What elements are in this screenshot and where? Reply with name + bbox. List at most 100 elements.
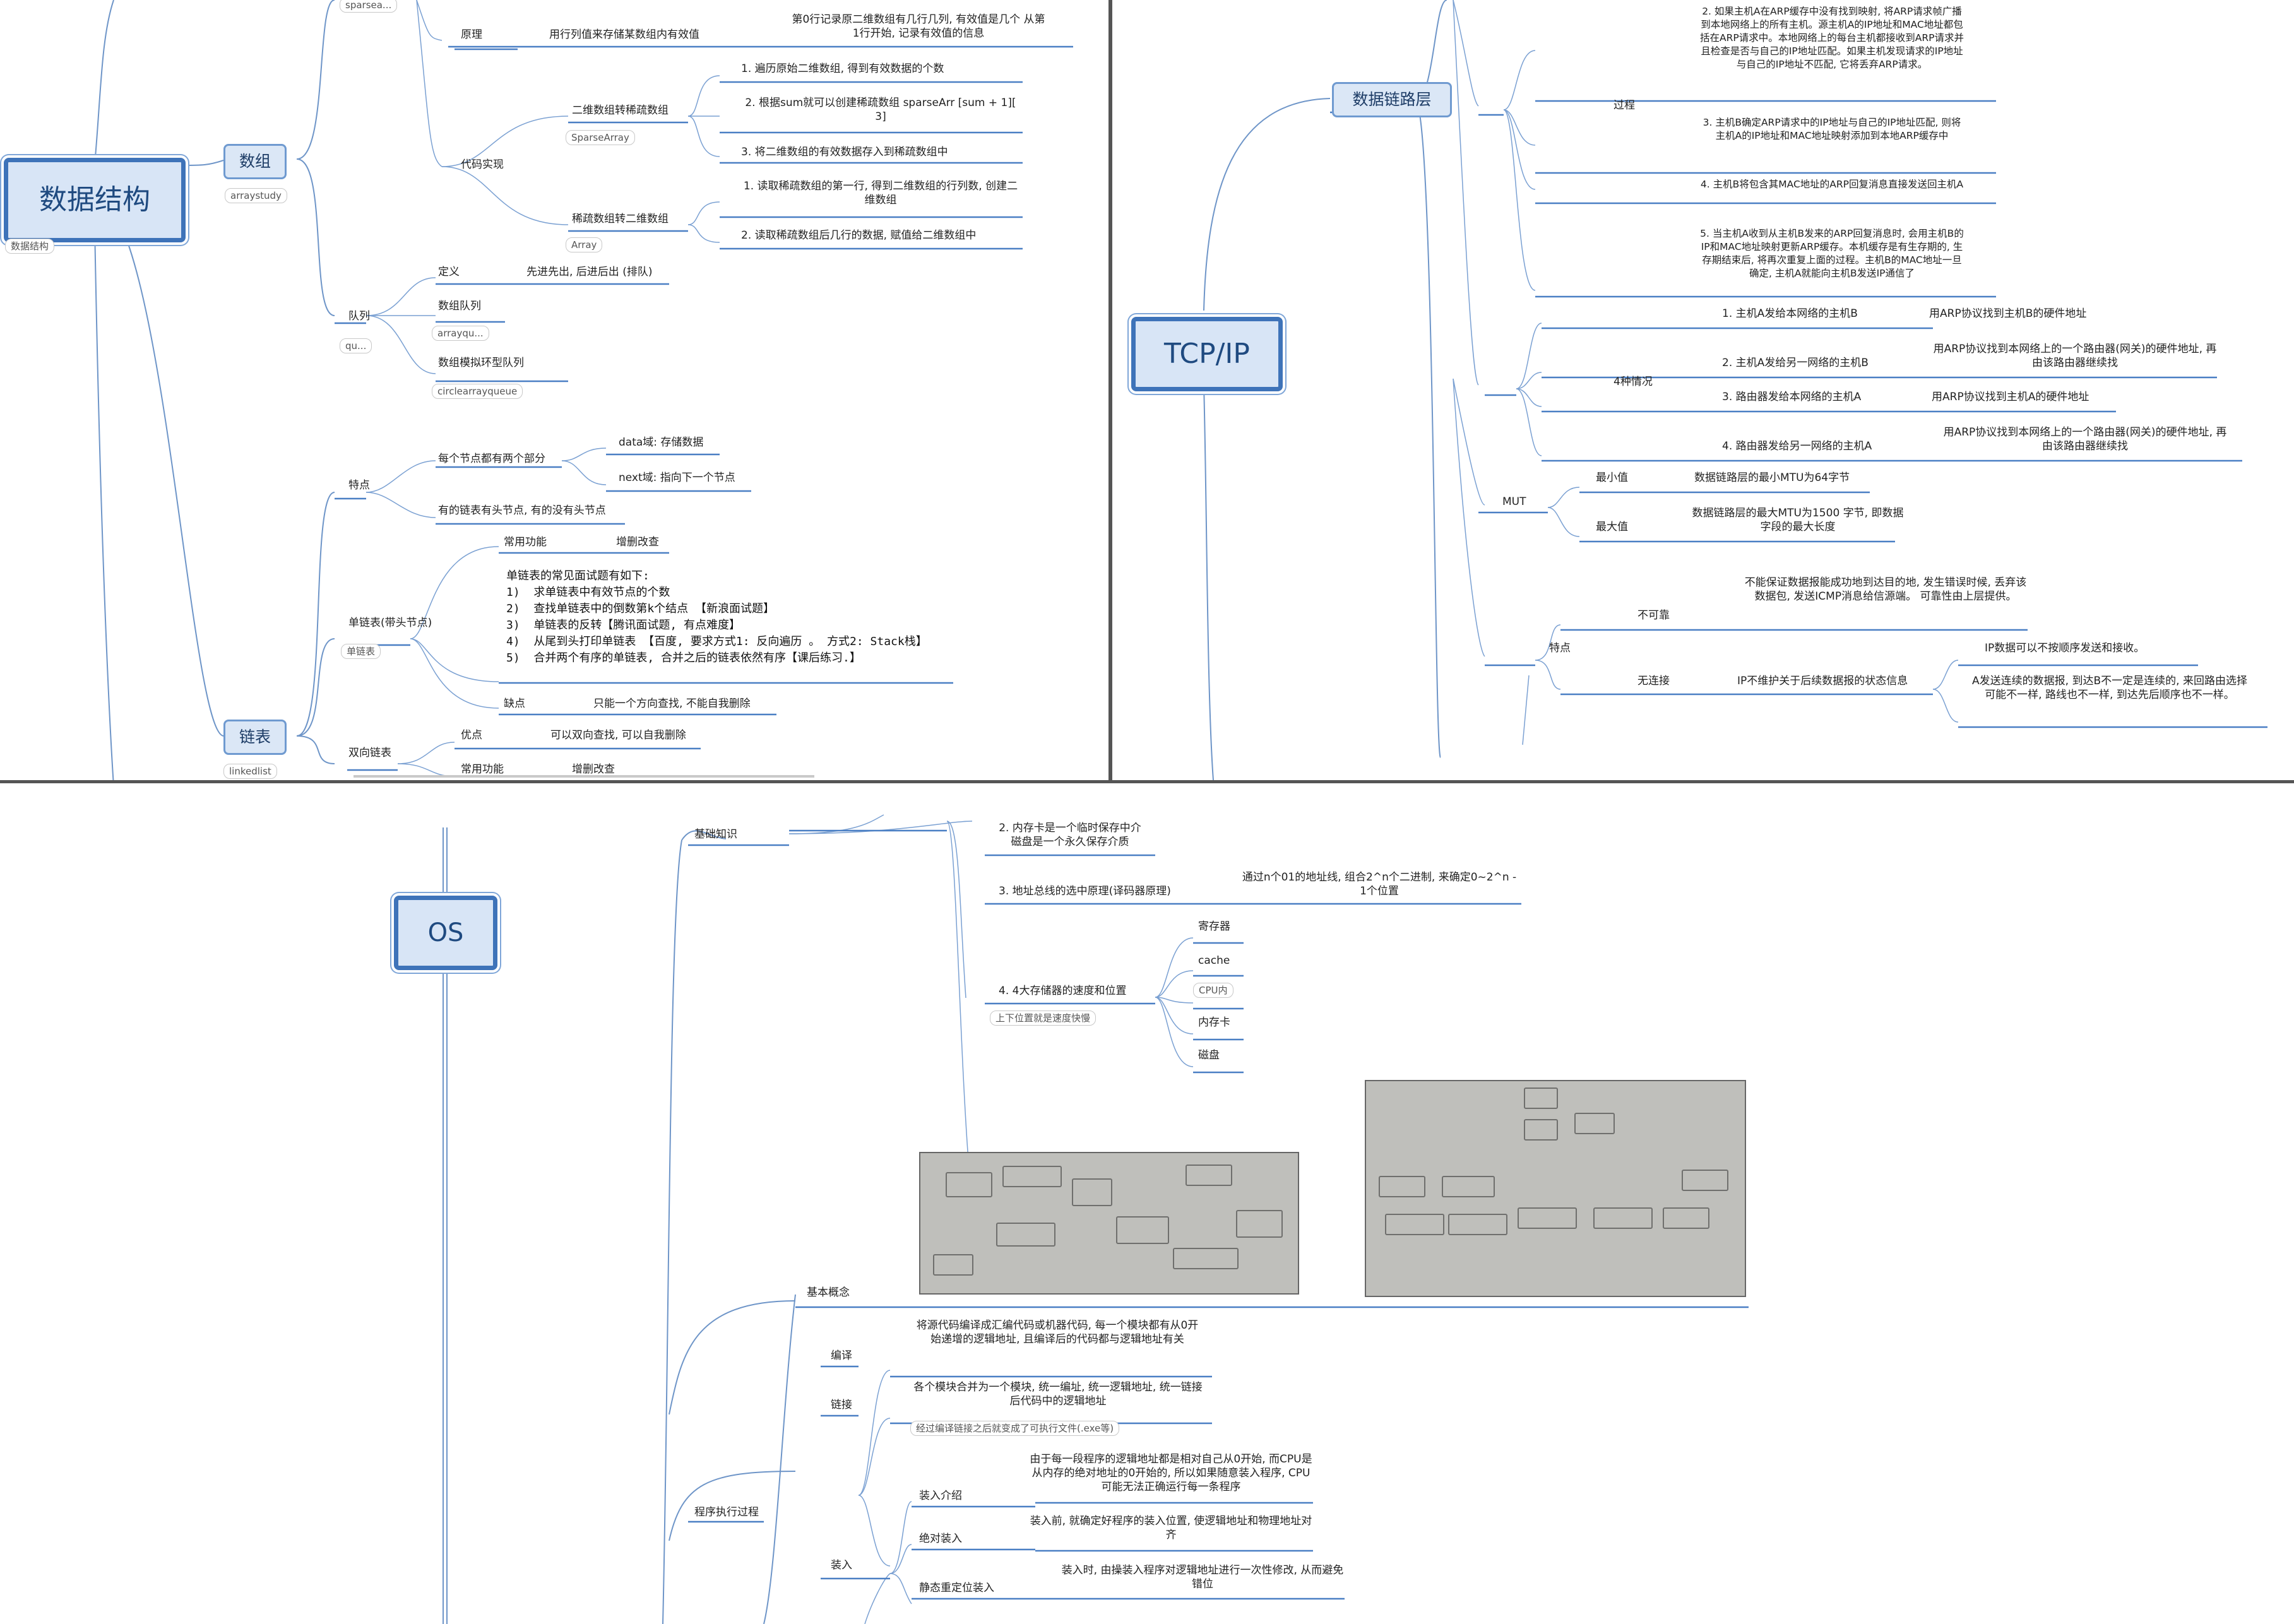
root-title: TCP/IP — [1164, 338, 1250, 370]
double-pros-label[interactable]: 优点 — [461, 729, 482, 742]
ll-next-field[interactable]: next域: 指向下一个节点 — [619, 471, 735, 484]
load-label[interactable]: 装入 — [831, 1559, 852, 1572]
handwritten-notes-image-1 — [919, 1152, 1299, 1295]
vertical-divider — [1108, 0, 1112, 783]
queue-sub: qu... — [340, 338, 372, 353]
mut-max[interactable]: 数据链路层的最大MTU为1500 字节, 即数据字段的最大长度 — [1692, 507, 1904, 533]
link-desc[interactable]: 各个模块合并为一个模块, 统一编址, 统一逻辑地址, 统一链接后代码中的逻辑地址 — [913, 1381, 1203, 1408]
basics-item-4[interactable]: 4. 4大存储器的速度和位置 — [999, 985, 1127, 997]
ll-data-field[interactable]: data域: 存储数据 — [619, 436, 704, 449]
process-step-4[interactable]: 4. 主机B将包含其MAC地址的ARP回复消息直接发送回主机A — [1700, 179, 1964, 190]
case-3-key[interactable]: 3. 路由器发给本网络的主机A — [1722, 391, 1862, 403]
circle-queue-label[interactable]: 数组模拟环型队列 — [438, 357, 524, 369]
queue-label[interactable]: 队列 — [348, 310, 370, 323]
horizontal-scrollbar[interactable] — [354, 775, 814, 778]
root-node-os[interactable]: OS — [394, 896, 497, 970]
single-interview-questions[interactable]: 单链表的常见面试题有如下: 1) 求单链表中有效节点的个数 2) 查找单链表中的… — [506, 569, 927, 665]
connector-lines — [94, 0, 1073, 780]
case-4-key[interactable]: 4. 路由器发给另一网络的主机A — [1722, 440, 1872, 453]
basics-label[interactable]: 基础知识 — [694, 828, 737, 841]
root-node-data-structure[interactable]: 数据结构 — [4, 158, 186, 242]
connectionless-label[interactable]: 无连接 — [1637, 675, 1670, 687]
mut-max-label[interactable]: 最大值 — [1596, 521, 1628, 533]
ll-two-parts[interactable]: 每个节点都有两个部分 — [438, 453, 545, 465]
case-2-value[interactable]: 用ARP协议找到本网络上的一个路由器(网关)的硬件地址, 再由该路由器继续找 — [1933, 343, 2217, 369]
load-intro-label[interactable]: 装入介绍 — [919, 1490, 962, 1502]
single-common-label[interactable]: 常用功能 — [504, 536, 547, 548]
mut-min-label[interactable]: 最小值 — [1596, 471, 1628, 484]
static-load-label[interactable]: 静态重定位装入 — [919, 1582, 994, 1594]
principle-row0[interactable]: 第0行记录原二维数组有几行几列, 有效值是几个 从第1行开始, 记录有效值的信息 — [792, 13, 1045, 40]
connectionless-desc[interactable]: IP不维护关于后续数据报的状态信息 — [1737, 675, 1908, 687]
compile-label[interactable]: 编译 — [831, 1349, 852, 1362]
single-cons-label[interactable]: 缺点 — [504, 697, 525, 710]
to-sparse-label[interactable]: 二维数组转稀疏数组 — [572, 104, 669, 117]
connectionless-a[interactable]: IP数据可以不按顺序发送和接收。 — [1985, 642, 2145, 655]
case-3-value[interactable]: 用ARP协议找到主机A的硬件地址 — [1932, 391, 2089, 403]
to-sparse-step-1[interactable]: 1. 遍历原始二维数组, 得到有效数据的个数 — [741, 62, 944, 75]
circle-queue-sub: circlearrayqueue — [432, 384, 523, 399]
root-sub-label: 数据结构 — [5, 239, 55, 254]
basics-item-2[interactable]: 2. 内存卡是一个临时保存中介 磁盘是一个永久保存介质 — [999, 822, 1141, 848]
process-step-5[interactable]: 5. 当主机A收到从主机B发来的ARP回复消息时, 会用主机B的IP和MAC地址… — [1700, 228, 1964, 279]
single-cons[interactable]: 只能一个方向查找, 不能自我删除 — [593, 697, 751, 710]
basics-item-3[interactable]: 3. 地址总线的选中原理(译码器原理) — [999, 885, 1171, 898]
load-intro-desc[interactable]: 由于每一段程序的逻辑地址都是相对自己从0开始, 而CPU是从内存的绝对地址的0开… — [1030, 1453, 1312, 1493]
abs-load-desc[interactable]: 装入前, 就确定好程序的装入位置, 使逻辑地址和物理地址对齐 — [1030, 1515, 1312, 1541]
panel-data-structure: sparsea... 数据结构 数据结构 数组 arraystudy 原理 用行… — [0, 0, 1108, 780]
static-load-desc[interactable]: 装入时, 由操装入程序对逻辑地址进行一次性修改, 从而避免错位 — [1061, 1564, 1344, 1591]
process-label[interactable]: 过程 — [1614, 99, 1635, 112]
case-1-value[interactable]: 用ARP协议找到主机B的硬件地址 — [1929, 307, 2087, 320]
root-title: OS — [427, 918, 464, 947]
to-2d-step-1[interactable]: 1. 读取稀疏数组的第一行, 得到二维数组的行列数, 创建二维数组 — [743, 180, 1018, 206]
case-2-key[interactable]: 2. 主机A发给另一网络的主机B — [1722, 357, 1869, 369]
array-queue-label[interactable]: 数组队列 — [438, 300, 481, 312]
to-sparse-sub: SparseArray — [566, 130, 635, 145]
double-common-label[interactable]: 常用功能 — [461, 763, 504, 776]
queue-def[interactable]: 先进先出, 后进后出 (排队) — [526, 266, 653, 278]
exec-label[interactable]: 程序执行过程 — [694, 1506, 759, 1519]
process-step-2[interactable]: 2. 如果主机A在ARP缓存中没有找到映射, 将ARP请求帧广播到本地网络上的所… — [1700, 6, 1964, 70]
root-node-tcpip[interactable]: TCP/IP — [1131, 317, 1283, 391]
process-step-3[interactable]: 3. 主机B确定ARP请求中的IP地址与自己的IP地址匹配, 则将主机A的IP地… — [1703, 117, 1961, 141]
case-4-value[interactable]: 用ARP协议找到本网络上的一个路由器(网关)的硬件地址, 再由该路由器继续找 — [1943, 426, 2227, 453]
panel-tcpip: TCP/IP 数据链路层 过程 2. 如果主机A在ARP缓存中没有找到映射, 将… — [1112, 0, 2294, 780]
link-label[interactable]: 链接 — [831, 1399, 852, 1411]
features-label[interactable]: 特点 — [1549, 642, 1571, 655]
ll-feature-label[interactable]: 特点 — [348, 479, 370, 492]
linkedlist-node[interactable]: 链表 — [223, 720, 287, 755]
basics-item-3-desc[interactable]: 通过n个01的地址线, 组合2^n个二进制, 来确定0~2^n - 1个位置 — [1242, 871, 1517, 898]
to-2d-label[interactable]: 稀疏数组转二维数组 — [572, 213, 669, 225]
storage-register[interactable]: 寄存器 — [1198, 920, 1230, 933]
case-1-key[interactable]: 1. 主机A发给本网络的主机B — [1722, 307, 1858, 320]
principle-desc[interactable]: 用行列值来存储某数组内有效值 — [549, 28, 699, 41]
code-label[interactable]: 代码实现 — [461, 158, 504, 171]
abs-load-label[interactable]: 绝对装入 — [919, 1532, 962, 1545]
single-crud[interactable]: 增删改查 — [616, 536, 659, 548]
double-crud[interactable]: 增删改查 — [572, 763, 615, 776]
principle-label[interactable]: 原理 — [461, 28, 482, 41]
connectionless-b[interactable]: A发送连续的数据报, 到达B不一定是连续的, 来回路由选择可能不一样, 路线也不… — [1972, 675, 2247, 701]
concept-label[interactable]: 基本概念 — [807, 1286, 850, 1299]
to-2d-step-2[interactable]: 2. 读取稀疏数组后几行的数据, 赋值给二维数组中 — [741, 229, 977, 242]
to-2d-sub: Array — [566, 237, 603, 252]
to-sparse-step-2[interactable]: 2. 根据sum就可以创建稀疏数组 sparseArr [sum + 1][ 3… — [745, 97, 1016, 123]
mut-label[interactable]: MUT — [1502, 495, 1526, 508]
unreliable-desc[interactable]: 不能保证数据报能成功地到达目的地, 发生错误时候, 丢弃该数据包, 发送ICMP… — [1744, 576, 2027, 603]
to-sparse-step-3[interactable]: 3. 将二维数组的有效数据存入到稀疏数组中 — [741, 146, 948, 158]
cases-label[interactable]: 4种情况 — [1614, 376, 1653, 388]
storage-disk[interactable]: 磁盘 — [1198, 1049, 1220, 1062]
double-pros[interactable]: 可以双向查找, 可以自我删除 — [550, 729, 686, 742]
compile-desc[interactable]: 将源代码编译成汇编代码或机器代码, 每一个模块都有从0开始递增的逻辑地址, 且编… — [916, 1319, 1199, 1346]
ll-head-node[interactable]: 有的链表有头节点, 有的没有头节点 — [438, 504, 606, 517]
storage-cache[interactable]: cache — [1198, 954, 1230, 967]
data-link-layer-node[interactable]: 数据链路层 — [1332, 82, 1452, 117]
double-list-label[interactable]: 双向链表 — [348, 747, 391, 759]
storage-memory[interactable]: 内存卡 — [1198, 1016, 1230, 1029]
array-queue-sub: arrayqu... — [432, 326, 489, 341]
mut-min[interactable]: 数据链路层的最小MTU为64字节 — [1694, 471, 1850, 484]
single-list-label[interactable]: 单链表(带头节点) — [348, 617, 432, 629]
queue-def-label[interactable]: 定义 — [438, 266, 460, 278]
unreliable-label[interactable]: 不可靠 — [1637, 609, 1670, 622]
array-node[interactable]: 数组 — [223, 144, 287, 179]
